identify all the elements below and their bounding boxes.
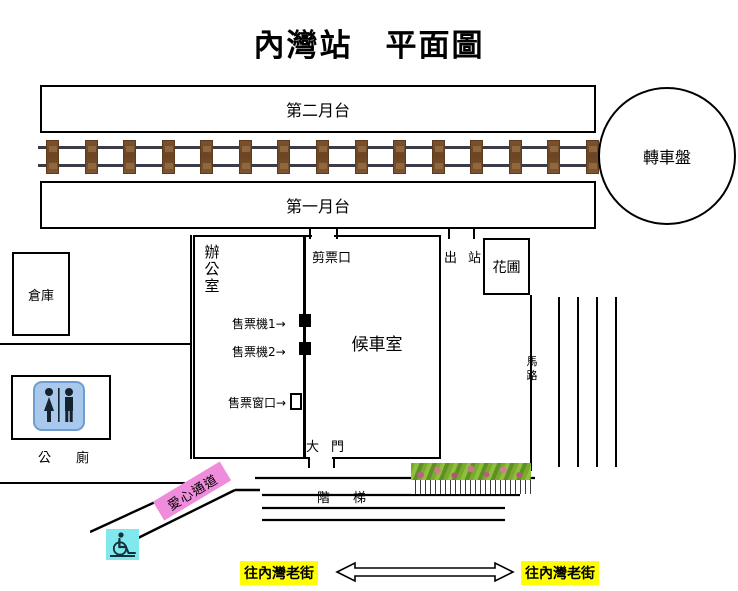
road-lane-5 [615, 297, 617, 467]
flower-garden-room: 花圃 [483, 238, 530, 295]
track-sleeper [46, 140, 59, 174]
road-lane-1 [530, 295, 532, 471]
page-title: 內灣站 平面圖 [253, 28, 485, 64]
flower-fence [411, 463, 531, 494]
gate-tick-right [336, 228, 338, 239]
ticket-gate-opening [312, 232, 334, 239]
road-label-char: 馬 [526, 355, 538, 368]
office-label-char: 室 [204, 276, 220, 295]
track-sleeper [161, 140, 175, 174]
destination-label-left: 往內灣老街 [240, 561, 318, 585]
gate-tick-left [309, 228, 311, 239]
turntable: 轉車盤 [598, 87, 736, 225]
double-headed-arrow-icon [335, 561, 515, 583]
track-sleeper [200, 140, 214, 174]
office-label-char: 辦 [204, 243, 220, 261]
ticket-machine-2-label: 售票機2→ [232, 345, 286, 359]
main-gate-label-da: 大 [306, 440, 320, 455]
road-label-char: 路 [526, 368, 538, 382]
ticket-window[interactable] [290, 393, 302, 410]
platform-1: 第一月台 [40, 181, 596, 229]
warehouse: 倉庫 [12, 252, 70, 336]
exit-tick-left [448, 228, 450, 239]
road-vertical-label: 馬路 [526, 355, 538, 383]
office-label: 辦公室 [199, 244, 225, 294]
ticket-machine-2[interactable] [299, 342, 311, 355]
warehouse-label: 倉庫 [27, 288, 54, 304]
main-gate-tick-right [333, 457, 335, 468]
turntable-label: 轉車盤 [642, 148, 691, 167]
track-sleeper [431, 140, 445, 174]
road-lane-3 [577, 297, 579, 467]
flower-fence-pickets [411, 480, 531, 494]
track-sleeper [316, 140, 329, 174]
ticket-window-label: 售票窗口→ [228, 396, 287, 410]
track-sleeper [238, 140, 252, 174]
ticket-machine-1[interactable] [299, 314, 311, 327]
building-left-edge-upper [190, 235, 192, 343]
platform-2: 第二月台 [40, 85, 596, 133]
wheelchair-icon [106, 529, 139, 560]
platform-2-label: 第二月台 [285, 101, 350, 120]
track-sleeper [508, 140, 522, 174]
building-left-edge-lower [190, 343, 192, 459]
platform-1-label: 第一月台 [285, 197, 350, 216]
main-gate-opening [310, 455, 332, 462]
track-sleeper [470, 140, 484, 174]
public-toilet-label: 公 廁 [38, 451, 96, 466]
restroom-icon [33, 381, 85, 431]
station-building [193, 235, 441, 459]
track-sleeper [277, 140, 291, 174]
stairs-label: 階 梯 [317, 491, 372, 506]
main-gate-label-men: 門 [331, 440, 345, 455]
ticket-gate-label: 剪票口 [312, 251, 352, 266]
road-line-lower [0, 482, 185, 484]
track-sleeper [547, 140, 561, 174]
flower-garden-room-label: 花圃 [492, 259, 521, 276]
waiting-room-label: 候車室 [351, 335, 403, 355]
track-bed [38, 139, 600, 175]
exit-tick-right [473, 228, 475, 239]
road-lane-2 [558, 297, 560, 467]
exit-label-zhan: 站 [468, 251, 482, 266]
track-sleeper [393, 140, 407, 174]
flower-fence-foliage [411, 463, 531, 483]
road-lane-4 [596, 297, 598, 467]
main-gate-tick-left [308, 457, 310, 468]
office-label-char: 公 [204, 259, 220, 278]
track-sleeper [84, 140, 98, 174]
road-line-upper [0, 343, 190, 345]
exit-opening [450, 232, 472, 239]
track-sleeper [354, 140, 368, 174]
track-sleeper [123, 140, 137, 174]
destination-label-right: 往內灣老街 [521, 561, 599, 585]
ticket-machine-1-label: 售票機1→ [232, 317, 286, 331]
exit-label-chu: 出 [444, 251, 458, 266]
railway-track [38, 139, 600, 175]
